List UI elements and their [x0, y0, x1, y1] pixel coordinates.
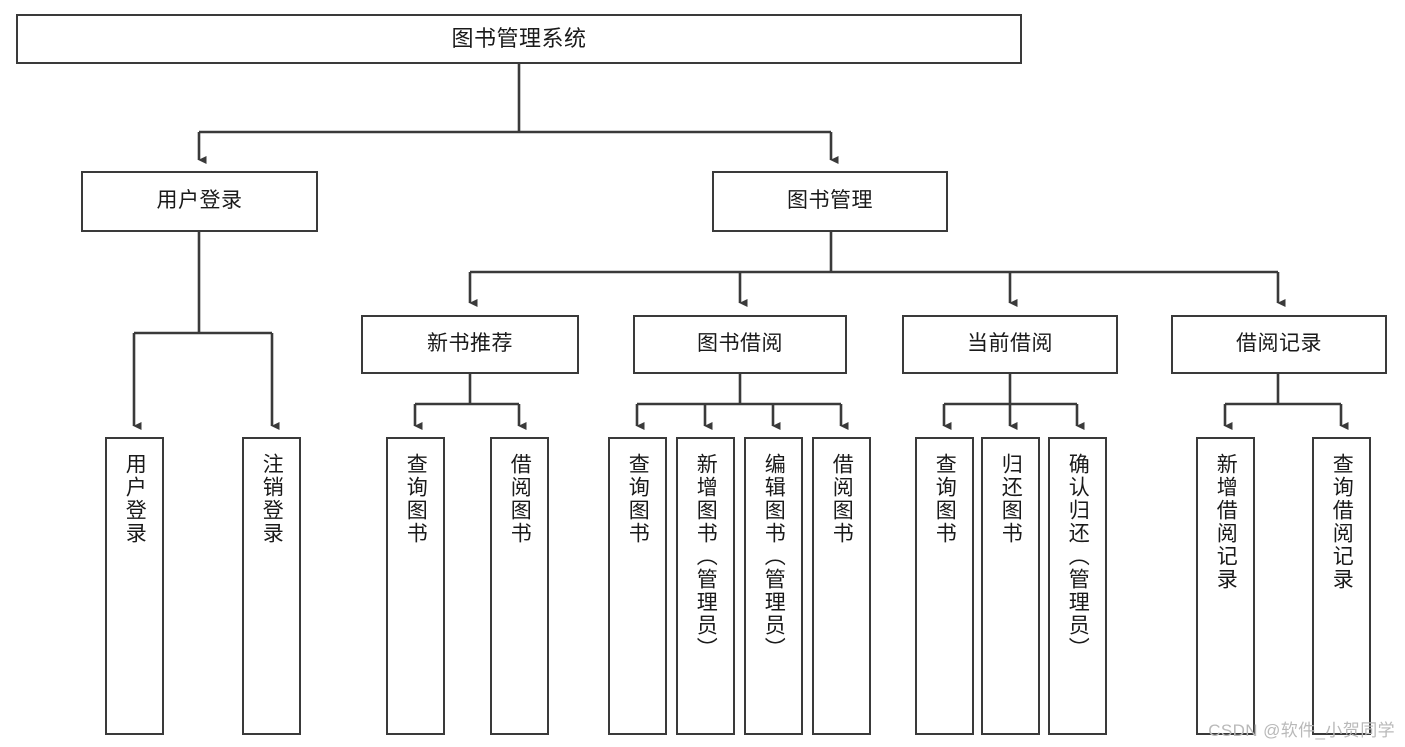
leaf-new-book-borrow-book[interactable]: 借阅图书: [490, 437, 549, 735]
leaf-current-borrow-query-book[interactable]: 查询图书: [915, 437, 974, 735]
node-label: 查询图书: [626, 453, 650, 545]
leaf-new-book-query-book[interactable]: 查询图书: [386, 437, 445, 735]
node-label: 借阅图书: [830, 453, 854, 545]
leaf-book-borrow-edit-book-admin[interactable]: 编辑图书（管理员）: [744, 437, 803, 735]
leaf-borrow-record-query-record[interactable]: 查询借阅记录: [1312, 437, 1371, 735]
node-book-management[interactable]: 图书管理: [712, 171, 948, 232]
node-label: 用户登录: [156, 189, 243, 213]
node-root-book-management-system[interactable]: 图书管理系统: [16, 14, 1022, 64]
leaf-user-login-logout[interactable]: 注销登录: [242, 437, 301, 735]
node-current-borrow[interactable]: 当前借阅: [902, 315, 1118, 374]
leaf-current-borrow-confirm-return-admin[interactable]: 确认归还（管理员）: [1048, 437, 1107, 735]
node-label: 新增图书（管理员）: [694, 453, 718, 660]
leaf-borrow-record-add-record[interactable]: 新增借阅记录: [1196, 437, 1255, 735]
node-label: 借阅图书: [508, 453, 532, 545]
node-label: 查询图书: [404, 453, 428, 545]
node-label: 图书管理系统: [451, 26, 587, 52]
node-label: 用户登录: [123, 453, 147, 545]
node-label: 当前借阅: [967, 332, 1053, 356]
node-label: 编辑图书（管理员）: [762, 453, 786, 660]
node-book-borrow[interactable]: 图书借阅: [633, 315, 847, 374]
node-label: 图书管理: [787, 189, 873, 213]
node-new-book-recommend[interactable]: 新书推荐: [361, 315, 579, 374]
csdn-watermark: CSDN @软件_小贺同学: [1208, 721, 1395, 740]
node-label: 图书借阅: [697, 332, 783, 356]
leaf-user-login-login[interactable]: 用户登录: [105, 437, 164, 735]
node-label: 借阅记录: [1236, 332, 1322, 356]
node-label: 归还图书: [999, 453, 1023, 545]
node-label: 新书推荐: [427, 332, 513, 356]
node-label: 确认归还（管理员）: [1066, 453, 1090, 660]
node-label: 注销登录: [260, 453, 284, 545]
node-label: 新增借阅记录: [1214, 453, 1238, 591]
leaf-book-borrow-add-book-admin[interactable]: 新增图书（管理员）: [676, 437, 735, 735]
leaf-current-borrow-return-book[interactable]: 归还图书: [981, 437, 1040, 735]
leaf-book-borrow-borrow-book[interactable]: 借阅图书: [812, 437, 871, 735]
node-borrow-record[interactable]: 借阅记录: [1171, 315, 1387, 374]
node-label: 查询图书: [933, 453, 957, 545]
leaf-book-borrow-query-book[interactable]: 查询图书: [608, 437, 667, 735]
node-label: 查询借阅记录: [1330, 453, 1354, 591]
node-user-login[interactable]: 用户登录: [81, 171, 318, 232]
